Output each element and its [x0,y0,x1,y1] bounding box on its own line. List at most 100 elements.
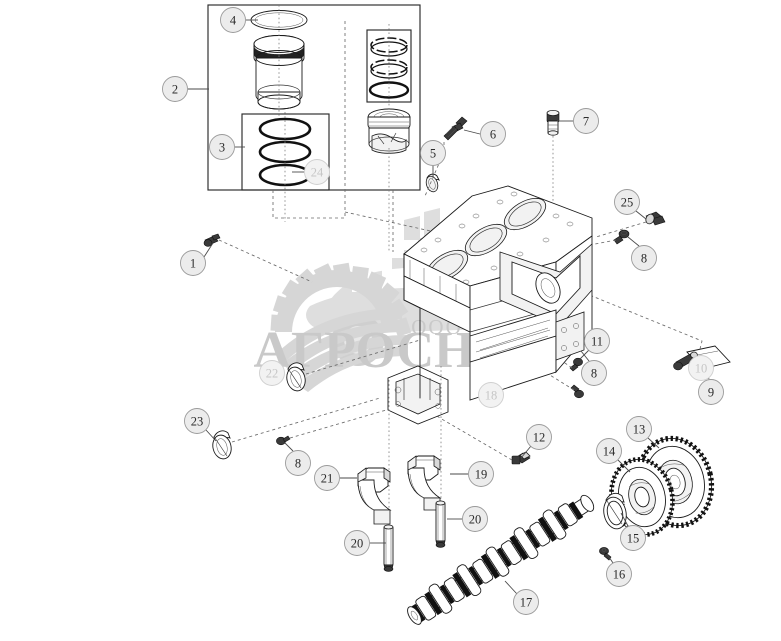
callout-20[interactable]: 20 [344,530,387,556]
bushing-22 [286,362,306,392]
callout-label-21: 21 [321,472,334,486]
plug-25 [645,211,666,226]
callout-20[interactable]: 20 [447,506,488,532]
callout-circle-6[interactable] [480,121,506,147]
callout-circle-4[interactable] [220,7,246,33]
callout-circle-21[interactable] [314,465,340,491]
callout-leader-6 [463,129,481,135]
callout-circle-20[interactable] [462,506,488,532]
callout-22[interactable]: 22 [259,360,285,386]
callout-circle-23[interactable] [184,408,210,434]
callout-circle-11[interactable] [584,328,610,354]
callout-circle-14[interactable] [596,438,622,464]
callout-5[interactable]: 5 [420,140,446,177]
callout-label-19: 19 [475,468,488,482]
bushing-23 [212,430,232,460]
callout-8[interactable]: 8 [627,236,657,271]
callout-leader-8 [284,442,294,452]
callout-label-8: 8 [591,367,597,381]
callout-leader-16 [606,553,614,564]
guide-dowel-1 [218,239,313,283]
callout-circle-3[interactable] [209,134,235,160]
guide-bushing-22 [305,339,421,375]
callout-16[interactable]: 16 [606,553,632,587]
plug-7 [546,110,560,136]
dowel-pin-1 [203,233,221,247]
screw-16 [599,547,612,561]
callout-circle-20[interactable] [344,530,370,556]
callout-circle-25[interactable] [614,189,640,215]
callout-leader-23 [205,429,217,442]
callout-circle-17[interactable] [513,589,539,615]
guide-bracket-9 [591,295,703,350]
callout-25[interactable]: 25 [614,189,647,220]
callout-21[interactable]: 21 [314,465,358,491]
callout-13[interactable]: 13 [626,416,660,449]
callout-circle-9[interactable] [698,379,724,405]
callout-circle-13[interactable] [626,416,652,442]
callout-circle-8[interactable] [285,450,311,476]
callout-circle-2[interactable] [162,76,188,102]
cap-bolt-20-right [435,500,446,548]
callout-24[interactable]: 24 [292,159,330,185]
callout-10[interactable]: 10 [688,355,714,381]
callout-label-10: 10 [695,362,708,376]
guide-bolt-8-lower [289,405,401,439]
callout-19[interactable]: 19 [450,461,494,487]
callout-label-25: 25 [621,196,634,210]
callout-6[interactable]: 6 [463,121,506,147]
callout-14[interactable]: 14 [596,438,631,473]
guide-kit-outline [272,20,346,219]
main-bearing-cap-21 [357,467,392,525]
callout-leader-12 [520,445,532,459]
callout-3[interactable]: 3 [209,134,246,160]
callout-circle-16[interactable] [606,561,632,587]
main-bearing-cap-19 [407,455,442,511]
callout-circle-8[interactable] [631,245,657,271]
callout-2[interactable]: 2 [162,76,210,102]
callout-circle-15[interactable] [620,525,646,551]
callout-label-18: 18 [485,389,498,403]
callout-leader-25 [635,210,647,220]
callout-circle-18[interactable] [478,382,504,408]
bolt-8-lower [276,435,291,446]
callout-circle-10[interactable] [688,355,714,381]
callout-label-9: 9 [708,386,714,400]
callout-17[interactable]: 17 [504,580,539,615]
callout-label-23: 23 [191,415,204,429]
callout-leader-8 [627,236,640,247]
callout-1[interactable]: 1 [180,242,214,276]
callout-8[interactable]: 8 [284,442,311,476]
callout-circle-19[interactable] [468,461,494,487]
callout-23[interactable]: 23 [184,408,217,442]
callout-7[interactable]: 7 [557,108,599,134]
callout-label-2: 2 [172,83,178,97]
callout-circle-22[interactable] [259,360,285,386]
fitting-12 [511,451,531,465]
callout-leader-8 [580,350,590,362]
callout-label-6: 6 [490,128,496,142]
callout-label-1: 1 [190,257,196,271]
camshaft [407,494,595,625]
callout-leader-14 [617,459,631,473]
callout-circle-8[interactable] [581,360,607,386]
callout-11[interactable]: 11 [579,328,610,360]
bushing-5 [425,173,440,193]
callout-8[interactable]: 8 [580,350,607,386]
callout-circle-12[interactable] [526,424,552,450]
callout-9[interactable]: 9 [698,367,724,405]
callout-label-11: 11 [591,335,603,349]
dowel-pin-6 [443,116,468,141]
callout-circle-24[interactable] [304,159,330,185]
callout-18[interactable]: 18 [478,382,504,408]
callout-12[interactable]: 12 [520,424,552,459]
callout-4[interactable]: 4 [220,7,259,33]
callout-15[interactable]: 15 [620,512,646,551]
callout-circle-7[interactable] [573,108,599,134]
group-box-piston-rings [241,113,330,191]
callout-circle-5[interactable] [420,140,446,166]
callout-circle-1[interactable] [180,250,206,276]
guide-bushing-23 [231,397,381,443]
callout-label-8: 8 [641,252,647,266]
